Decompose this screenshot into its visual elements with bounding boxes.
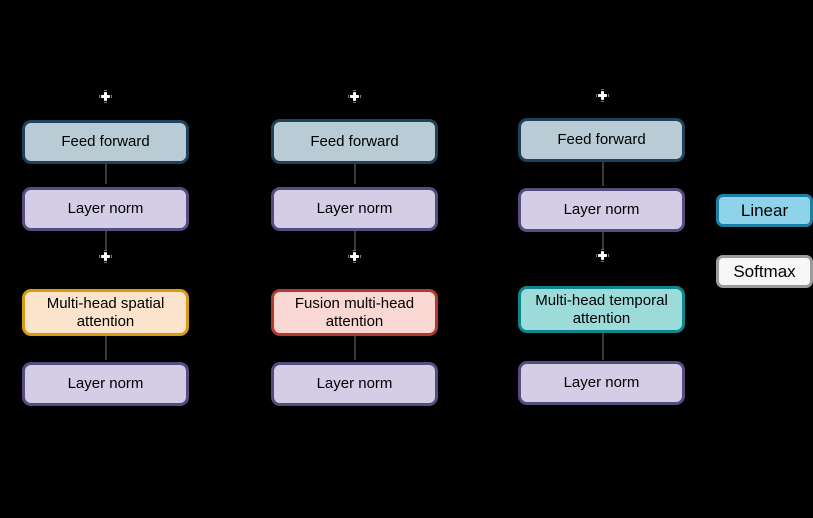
move-handle-icon[interactable]: [98, 89, 113, 104]
node-multi-head-spatial-attention[interactable]: Multi-head spatial attention: [22, 289, 189, 336]
node-feed-forward[interactable]: Feed forward: [271, 119, 438, 164]
connector-line: [602, 158, 604, 186]
node-layer-norm[interactable]: Layer norm: [22, 362, 189, 406]
node-multi-head-temporal-attention[interactable]: Multi-head temporal attention: [518, 286, 685, 333]
move-handle-icon[interactable]: [595, 88, 610, 103]
move-handle-icon[interactable]: [98, 249, 113, 264]
connector-line: [105, 160, 107, 184]
move-handle-icon[interactable]: [347, 89, 362, 104]
connector-line: [354, 228, 356, 250]
node-feed-forward[interactable]: Feed forward: [518, 118, 685, 162]
node-layer-norm[interactable]: Layer norm: [22, 187, 189, 231]
connector-line: [354, 158, 356, 184]
connector-line: [105, 332, 107, 360]
connector-line: [105, 228, 107, 250]
node-linear[interactable]: Linear: [716, 194, 813, 227]
node-layer-norm[interactable]: Layer norm: [518, 188, 685, 232]
node-feed-forward[interactable]: Feed forward: [22, 120, 189, 164]
node-softmax[interactable]: Softmax: [716, 255, 813, 288]
connector-line: [602, 330, 604, 360]
node-layer-norm[interactable]: Layer norm: [271, 187, 438, 231]
connector-line: [602, 230, 604, 250]
connector-line: [354, 332, 356, 360]
move-handle-icon[interactable]: [595, 248, 610, 263]
move-handle-icon[interactable]: [347, 249, 362, 264]
node-layer-norm[interactable]: Layer norm: [518, 361, 685, 405]
node-layer-norm[interactable]: Layer norm: [271, 362, 438, 406]
node-fusion-multi-head-attention[interactable]: Fusion multi-head attention: [271, 289, 438, 336]
